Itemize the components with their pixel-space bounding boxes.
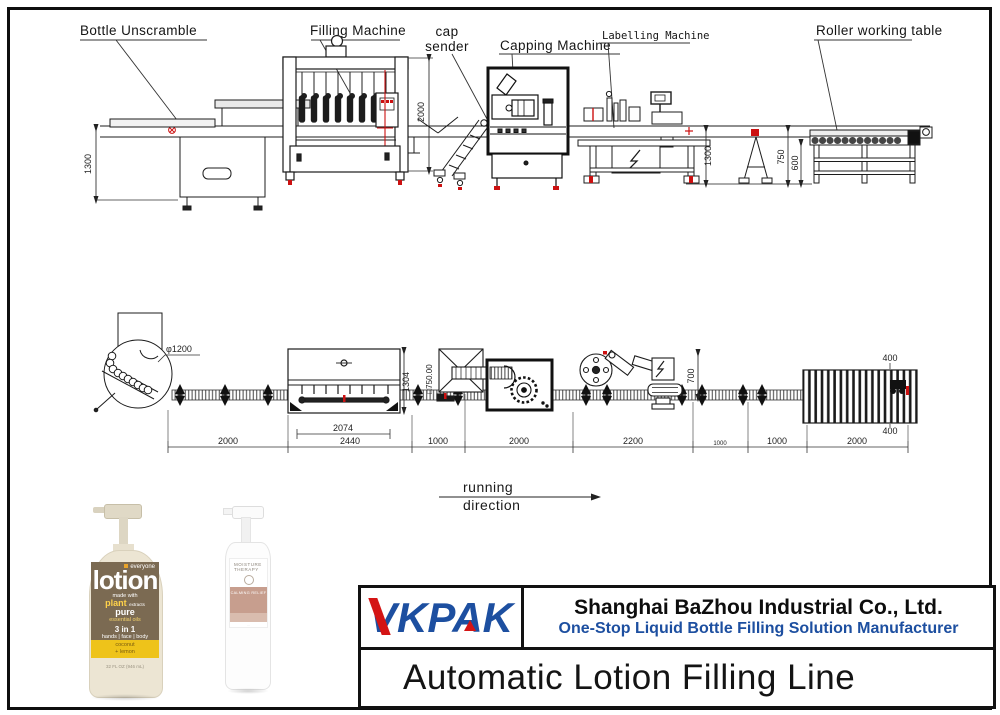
vkpak-logo: VKPAK (361, 588, 524, 647)
bottle1-shadow (90, 694, 160, 701)
labelling-machine-plan (579, 349, 683, 410)
bottle1-pump-stem (119, 517, 128, 547)
bottle2-line1: CALMING RELIEF (230, 586, 267, 613)
bottle2-logo-mark (243, 574, 254, 585)
dim-1300-left: 1300 (83, 154, 93, 174)
plan-view: φ1200 1304 (93, 312, 918, 453)
label-roller-working-table: Roller working table (816, 23, 943, 38)
bottle2-fineprint: ····· (247, 622, 250, 627)
bottle-unscrambler-plan (93, 312, 173, 413)
elevation-view: Bottle Unscramble Filling Machine cap se… (80, 23, 943, 211)
roller-table-elevation (809, 126, 933, 184)
labelling-machine-elevation (577, 90, 711, 184)
bottle2-brand1: MOISTURE (234, 562, 262, 567)
dim-conveyor-height: 750 600 (776, 124, 804, 189)
plan-dimension-chain: 2074 2000 2440 1000 2000 2200 1000 1000 … (167, 394, 909, 453)
bottle1-sub3: pure (115, 607, 135, 618)
company-name: Shanghai BaZhou Industrial Co., Ltd. (574, 596, 943, 620)
label-cap-sender-2: sender (425, 39, 469, 54)
capping-machine-elevation (486, 66, 570, 190)
dim-chain-7: 2000 (847, 436, 867, 446)
capping-machine-plan (485, 358, 554, 412)
dim-chain-6: 1000 (767, 436, 787, 446)
running-direction-line2: direction (463, 497, 521, 513)
bottle2-shadow (227, 688, 269, 694)
company-tagline: One-Stop Liquid Bottle Filling Solution … (558, 620, 959, 638)
company-cell: Shanghai BaZhou Industrial Co., Ltd. One… (524, 588, 993, 647)
label-cap-sender-1: cap (436, 24, 459, 39)
dim-chain-2: 1000 (428, 436, 448, 446)
title-block-bottom-row: Automatic Lotion Filling Line (361, 650, 993, 706)
bottle1-scent-band: coconut + lemon (91, 640, 159, 658)
filling-machine-plan (287, 348, 401, 414)
bottle1-sub2b: extracts (129, 602, 145, 608)
logo-red-triangle (464, 620, 476, 631)
dim-400-bottom: 400 (882, 426, 897, 436)
title-block-top-row: VKPAK Shanghai BaZhou Industrial Co., Lt… (361, 588, 993, 650)
bottle2-brand2: THERAPY (234, 567, 259, 573)
dim-400-top: 400 (882, 353, 897, 363)
bottle1-label: everyone lotion made with plant extracts… (91, 562, 159, 658)
conveyor-support-aframe (686, 129, 812, 185)
dim-600: 600 (790, 155, 800, 170)
logo-text: VKPAK (369, 593, 513, 641)
product-photos: everyone lotion made with plant extracts… (88, 498, 288, 708)
dim-chain-5: 1000 (713, 441, 727, 447)
bottle1-uses: hands | face | body (101, 634, 149, 641)
filling-machine-elevation (282, 34, 409, 185)
bottle1-title: lotion (92, 565, 159, 595)
dim-chain-1: 2440 (340, 436, 360, 446)
dim-chain-4: 2200 (623, 436, 643, 446)
dim-750: 750 (776, 149, 786, 164)
bottle1-sub1: made with (112, 593, 138, 600)
label-bottle-unscramble: Bottle Unscramble (80, 23, 197, 38)
running-direction-line1: running (463, 479, 514, 495)
bottle1-sub2: plant (105, 598, 127, 609)
dim-2000-filler: 2000 (416, 102, 426, 122)
dim-filler-height: 2000 (408, 53, 433, 176)
dim-1300-labeller: 1300 (703, 146, 713, 166)
dim-2074: 2074 (333, 423, 353, 433)
elevation-labels: Bottle Unscramble Filling Machine cap se… (80, 23, 943, 131)
dim-phi1200: φ1200 (166, 344, 192, 354)
running-direction-arrow (439, 493, 601, 501)
dim-filler-depth: 1304 (401, 346, 411, 416)
bottle-unscrambler-elevation (109, 99, 311, 211)
bottle2-label: MOISTURE THERAPY CALMING RELIEF ····· (229, 558, 268, 628)
dim-labeller-height: 1300 (685, 124, 713, 189)
bottle2-label-strip (230, 612, 267, 622)
dim-unscrambler-height: 1300 (83, 123, 178, 205)
bottle1-feature: 3 in 1 (114, 625, 136, 635)
drawing-title: Automatic Lotion Filling Line (403, 658, 856, 697)
dim-chain-0: 2000 (218, 436, 238, 446)
roller-table-plan: 400 400 (802, 353, 918, 436)
label-capping-machine: Capping Machine (500, 38, 611, 53)
bottle1-scent2: + lemon (115, 649, 135, 656)
bottle1-brand: everyone (91, 562, 159, 570)
bottle1-pump-spout (93, 507, 106, 513)
bottle1-size: 32 FL OZ (946 mL) (105, 664, 145, 669)
bottle1-neck (113, 544, 134, 553)
dim-chain-3: 2000 (509, 436, 529, 446)
label-filling-machine: Filling Machine (310, 23, 406, 38)
label-labelling-machine: Labelling Machine (602, 30, 709, 42)
dim-1304: 1304 (401, 372, 411, 392)
dim-750.00: □750.00 (425, 364, 434, 394)
bottle1-scent1: coconut (115, 642, 135, 648)
bottle1-sub4: essential oils (109, 617, 141, 624)
title-block: VKPAK Shanghai BaZhou Industrial Co., Lt… (358, 585, 996, 709)
dim-turntable-diameter: φ1200 (157, 344, 200, 363)
dim-labeller-depth: 700 (686, 348, 701, 403)
dim-700: 700 (686, 368, 696, 383)
